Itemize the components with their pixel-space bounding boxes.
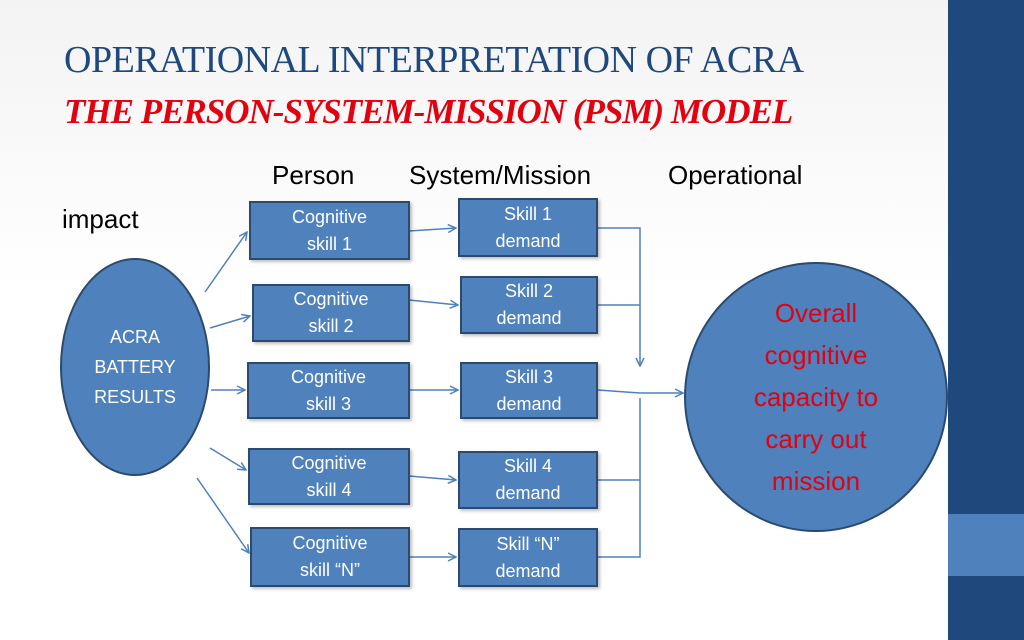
cognitive-skill-4-box: Cognitive skill 4 [248,448,410,505]
overall-cognitive-capacity-node: Overall cognitive capacity to carry out … [684,262,948,532]
sidebar-band-accent [948,514,1024,576]
sidebar-band-top [948,0,1024,514]
cognitive-skill-2-box: Cognitive skill 2 [252,284,410,342]
arrow-acra-skill-4 [209,447,246,470]
skill-3-demand-box: Skill 3 demand [460,362,598,419]
arrow-skill-4-demand [408,476,456,480]
cognitive-skill-3-box: Cognitive skill 3 [247,362,410,419]
header-impact: impact [62,204,139,234]
arrow-acra-skill-1 [204,232,247,293]
arrow-acra-skill-2 [209,316,250,329]
skill-n-demand-box: Skill “N” demand [458,528,598,587]
skill-1-demand-box: Skill 1 demand [458,198,598,257]
skill-4-demand-box: Skill 4 demand [458,451,598,509]
header-person: Person [272,160,355,190]
sidebar-band-bottom [948,576,1024,640]
header-system-mission: System/Mission [409,160,592,190]
cognitive-skill-1-box: Cognitive skill 1 [249,201,410,260]
slide-title: OPERATIONAL INTERPRETATION OF ACRA [64,39,804,81]
skill-2-demand-box: Skill 2 demand [460,276,598,334]
slide-subtitle: THE PERSON-SYSTEM-MISSION (PSM) MODEL [64,92,793,131]
header-operational: Operational [668,160,803,190]
cognitive-skill-n-box: Cognitive skill “N” [250,527,410,587]
arrow-acra-skill-n [196,477,249,553]
connector-demand-n [598,398,641,558]
connector-demand-1 [598,227,640,366]
acra-battery-results-node: ACRA BATTERY RESULTS [60,258,210,476]
arrow-skill-2-demand [408,299,458,305]
arrow-to-outcome [597,390,683,393]
arrow-skill-1-demand [408,228,456,231]
